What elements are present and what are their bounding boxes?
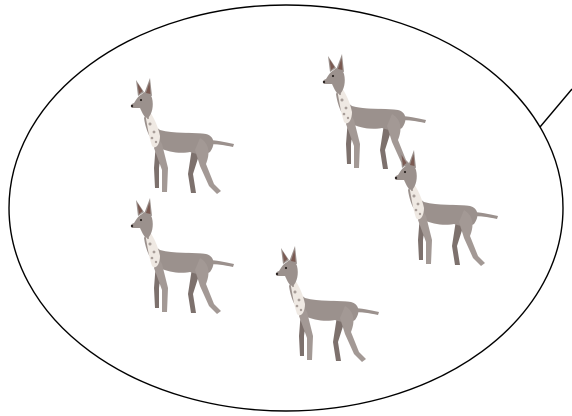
- pointer-line: [540, 89, 572, 127]
- set-ellipse: [9, 5, 563, 411]
